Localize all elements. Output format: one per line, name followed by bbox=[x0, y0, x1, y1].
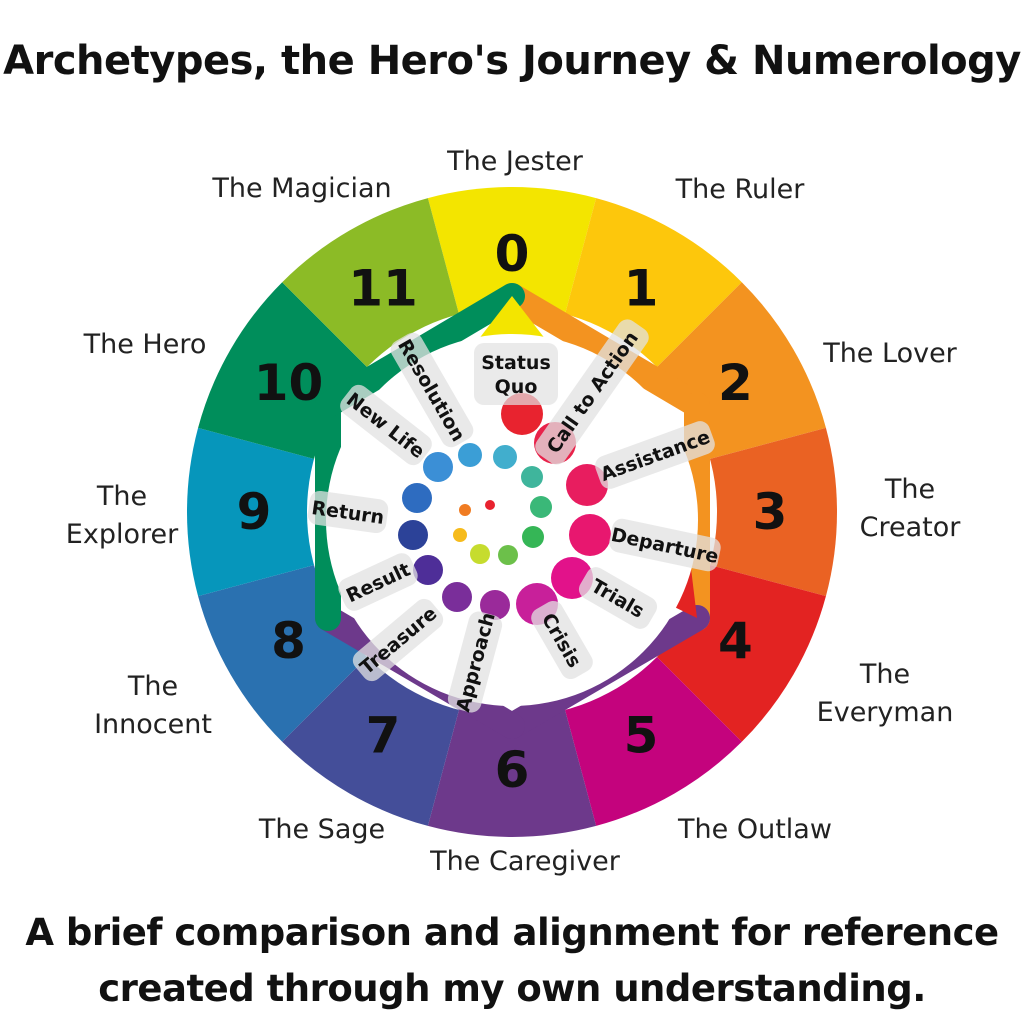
archetype-label: The Sage bbox=[258, 814, 385, 845]
subtitle: A brief comparison and alignment for ref… bbox=[0, 905, 1024, 1017]
number-label: 9 bbox=[237, 483, 272, 541]
inner-dot bbox=[485, 500, 495, 510]
inner-dot bbox=[459, 504, 471, 516]
stage-dot bbox=[413, 555, 443, 585]
archetype-label: The Caregiver bbox=[429, 846, 621, 877]
page-title: Archetypes, the Hero's Journey & Numerol… bbox=[3, 38, 1021, 84]
archetype-label: The Jester bbox=[446, 146, 584, 177]
stage-label: Return bbox=[307, 490, 389, 534]
number-label: 10 bbox=[254, 354, 324, 412]
number-label: 2 bbox=[718, 354, 753, 412]
stage-dot bbox=[442, 582, 472, 612]
subtitle-line-1: A brief comparison and alignment for ref… bbox=[25, 911, 999, 954]
stage-dot bbox=[398, 520, 428, 550]
inner-dot bbox=[522, 526, 544, 548]
number-label: 8 bbox=[271, 612, 306, 670]
number-label: 7 bbox=[366, 706, 401, 764]
number-label: 5 bbox=[624, 706, 659, 764]
inner-dot bbox=[470, 544, 490, 564]
number-label: 6 bbox=[495, 741, 530, 799]
archetype-label: The Lover bbox=[822, 338, 957, 369]
stage-dot bbox=[480, 590, 510, 620]
stage-dot bbox=[423, 452, 453, 482]
subtitle-line-2: created through my own understanding. bbox=[98, 967, 926, 1010]
number-label: 0 bbox=[495, 225, 530, 283]
number-label: 1 bbox=[624, 260, 659, 318]
stage-text: Quo bbox=[495, 376, 538, 398]
inner-dot bbox=[458, 443, 482, 467]
stage-dot bbox=[569, 514, 611, 556]
number-label: 3 bbox=[753, 483, 788, 541]
stage-text: Status bbox=[481, 352, 551, 374]
inner-dot bbox=[498, 545, 518, 565]
archetype-label: The Ruler bbox=[675, 174, 806, 205]
inner-dot bbox=[493, 445, 517, 469]
archetype-label: The Outlaw bbox=[677, 814, 832, 845]
stage-dot bbox=[566, 464, 608, 506]
inner-dot bbox=[453, 528, 467, 542]
archetype-label: The Hero bbox=[83, 329, 207, 360]
hexagon-tip bbox=[478, 296, 546, 340]
inner-dot bbox=[521, 466, 543, 488]
stage-dot bbox=[402, 483, 432, 513]
archetype-label: The Magician bbox=[211, 173, 391, 204]
number-label: 4 bbox=[718, 612, 753, 670]
number-label: 11 bbox=[348, 260, 418, 318]
inner-dot bbox=[530, 496, 552, 518]
